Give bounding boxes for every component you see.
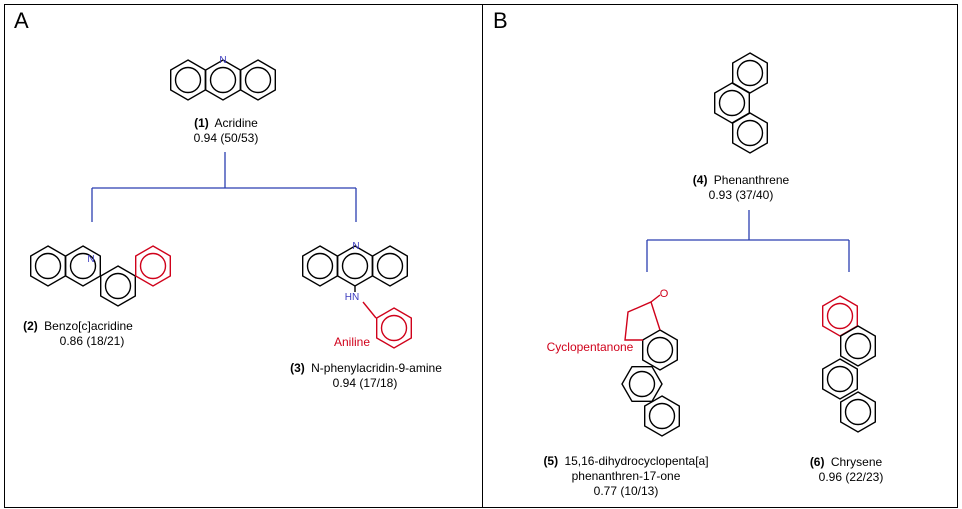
amine-score: 0.94 (17/18) [333,376,398,390]
amine-name: N-phenylacridin-9-amine [311,361,442,375]
acridine-id: (1) [194,116,209,130]
panel-divider [482,4,483,508]
cyclopenta-score: 0.77 (10/13) [594,484,659,498]
tree-connector-b [646,210,850,272]
cyclopenta-id: (5) [543,454,558,468]
acridine-nitrogen-label: N [219,55,226,66]
chrysene-name: Chrysene [831,455,883,469]
cyclopenta-caption-line1: (5) 15,16-dihydrocyclopenta[a] [543,454,708,468]
benzo-acridine-score: 0.86 (18/21) [60,334,125,348]
acridine-score: 0.94 (50/53) [194,131,259,145]
acridine-caption: (1) Acridine [194,116,258,130]
benzo-acridine-nitrogen-label: N [87,254,94,265]
cyclopenta-name-line2: phenanthren-17-one [572,469,681,483]
chrysene-caption: (6) Chrysene [810,455,883,469]
tree-connector-a [91,152,357,222]
phenanthrene-name: Phenanthrene [714,173,790,187]
phenanthrene-caption: (4) Phenanthrene [693,173,790,187]
cyclopenta-phenanthrenone-structure [621,294,680,437]
phenanthrene-structure [714,52,768,154]
benzo-c-acridine-structure [30,245,172,307]
n-phenylacridin-9-amine-structure [302,245,412,349]
phenanthrene-id: (4) [693,173,708,187]
ketone-oxygen-label: O [660,288,669,300]
cyclopenta-name-line1: 15,16-dihydrocyclopenta[a] [564,454,708,468]
amine-hn-label: HN [345,292,359,303]
amine-caption: (3) N-phenylacridin-9-amine [290,361,442,375]
phenanthrene-score: 0.93 (37/40) [709,188,774,202]
panel-b-label: B [493,8,508,33]
chrysene-structure [822,295,876,433]
benzo-acridine-caption: (2) Benzo[c]acridine [23,319,133,333]
benzo-acridine-id: (2) [23,319,38,333]
figure-frame [4,4,958,508]
amine-ring-nitrogen-label: N [352,241,359,252]
acridine-structure [169,59,276,101]
acridine-name: Acridine [214,116,258,130]
cyclopentanone-fragment-label: Cyclopentanone [547,340,634,354]
benzo-acridine-name: Benzo[c]acridine [44,319,133,333]
chrysene-id: (6) [810,455,825,469]
aniline-fragment-label: Aniline [334,335,370,349]
chrysene-score: 0.96 (22/23) [819,470,884,484]
panel-a-label: A [14,8,29,33]
amine-id: (3) [290,361,305,375]
